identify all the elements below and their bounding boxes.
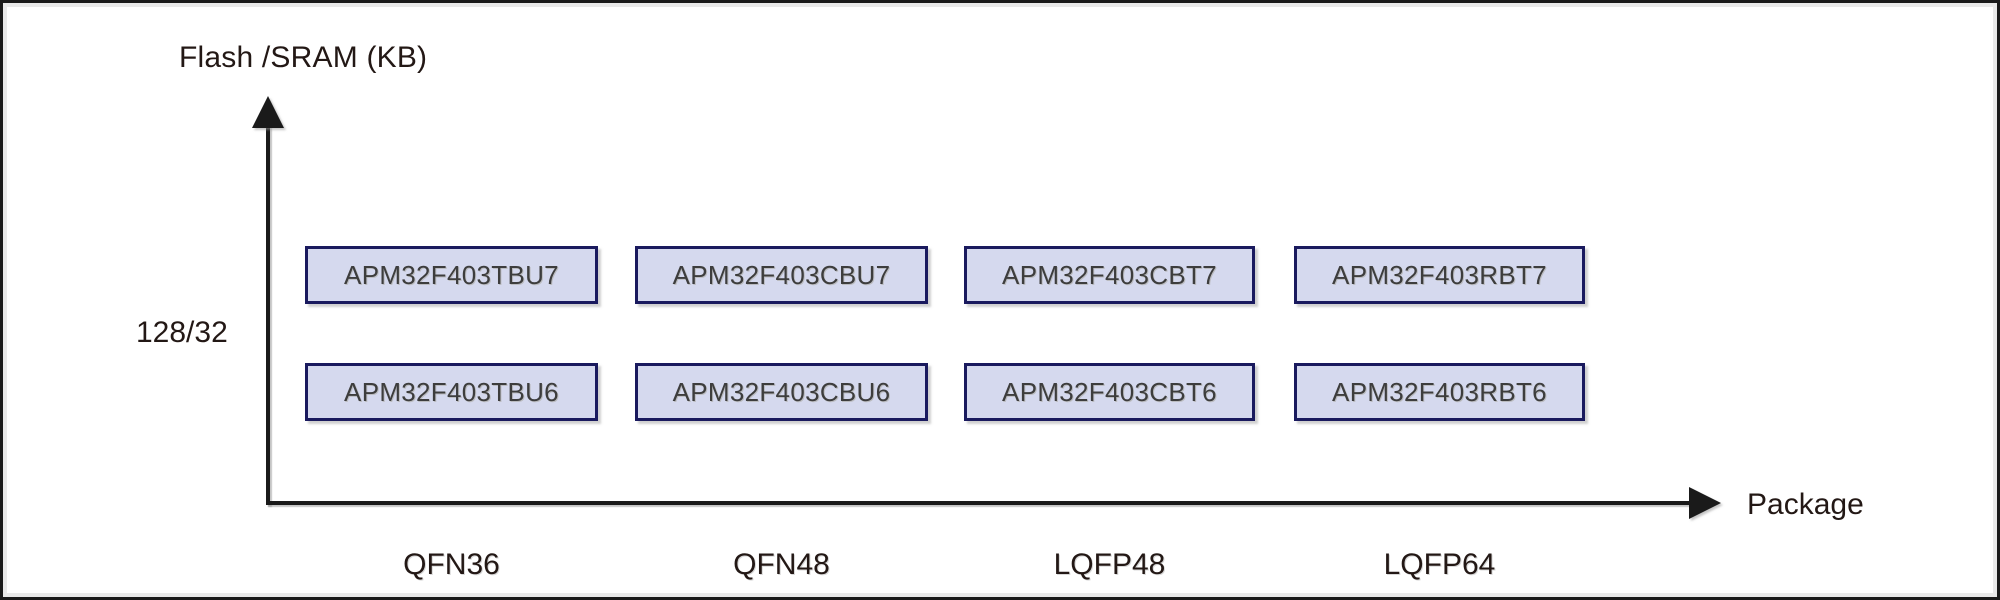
x-axis-category-label-lqfp64: LQFP64 [1383,548,1496,581]
part-label: APM32F403CBU7 [672,259,891,290]
y-axis-line [266,125,270,505]
part-label: APM32F403TBU6 [344,376,559,407]
part-box-apm32f403tbu7[interactable]: APM32F403TBU7 [305,246,598,304]
part-box-apm32f403tbu6[interactable]: APM32F403TBU6 [305,363,598,421]
x-axis-category-label-qfn48: QFN48 [733,548,830,581]
part-label: APM32F403TBU7 [344,259,559,290]
y-axis-title: Flash /SRAM (KB) [179,41,428,74]
y-axis-arrow-icon [252,96,284,128]
part-box-apm32f403cbu7[interactable]: APM32F403CBU7 [635,246,928,304]
x-axis-category-label-qfn36: QFN36 [403,548,500,581]
y-axis-tick-label-128-32: 128/32 [136,316,228,349]
part-box-apm32f403rbt7[interactable]: APM32F403RBT7 [1294,246,1585,304]
x-axis-title: Package [1747,488,1864,521]
part-box-apm32f403rbt6[interactable]: APM32F403RBT6 [1294,363,1585,421]
part-label: APM32F403CBT7 [1002,259,1217,290]
x-axis-line [266,501,1691,505]
part-box-apm32f403cbu6[interactable]: APM32F403CBU6 [635,363,928,421]
part-label: APM32F403RBT6 [1332,376,1547,407]
part-label: APM32F403CBT6 [1002,376,1217,407]
part-label: APM32F403RBT7 [1332,259,1547,290]
part-label: APM32F403CBU6 [672,376,891,407]
part-box-apm32f403cbt7[interactable]: APM32F403CBT7 [964,246,1255,304]
x-axis-arrow-icon [1689,487,1721,519]
part-box-apm32f403cbt6[interactable]: APM32F403CBT6 [964,363,1255,421]
x-axis-category-label-lqfp48: LQFP48 [1053,548,1166,581]
